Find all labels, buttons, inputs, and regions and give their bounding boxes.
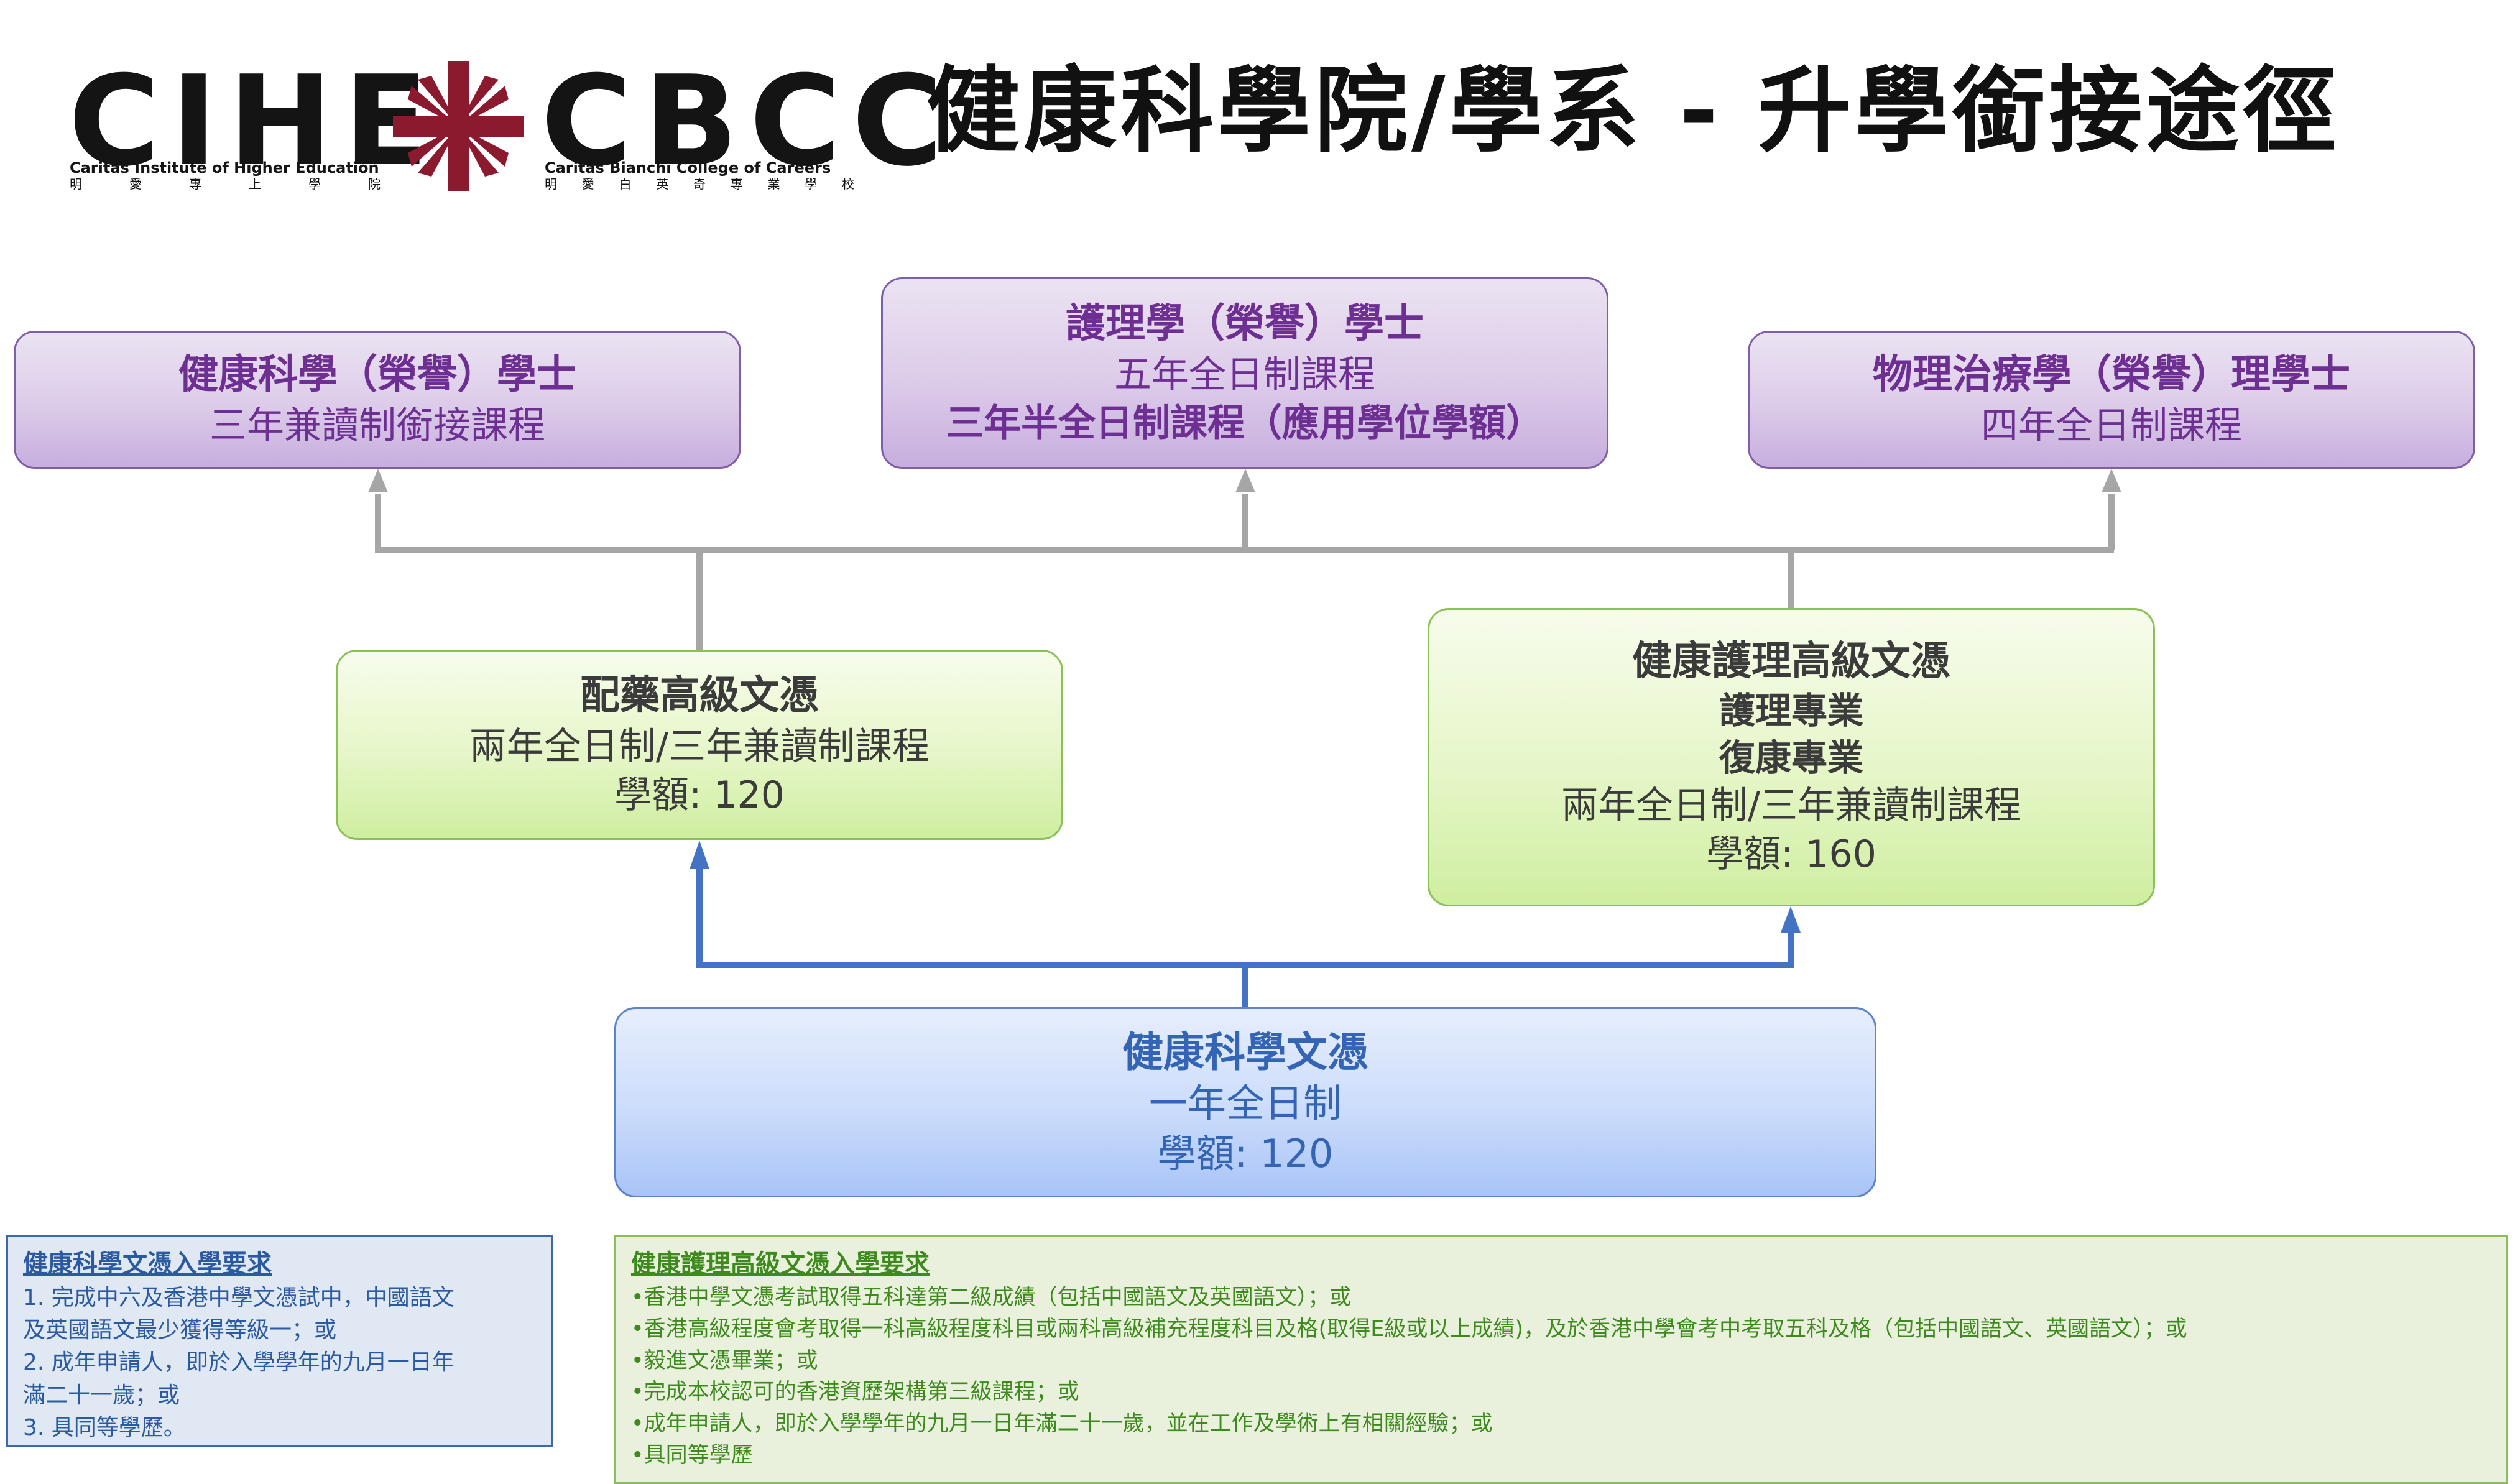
blue-arrows: [696, 867, 1794, 1007]
diploma-quota: 學額: 160: [1706, 832, 1876, 876]
degree-detail: 三年兼讀制銜接課程: [210, 403, 545, 448]
diploma-stream: 護理專業: [1719, 689, 1863, 732]
logo-cbcc-english-name: Caritas Bianchi College of Careers: [545, 159, 831, 177]
requirement-item: •成年申請人，即於入學學年的九月一日年滿二十一歲，並在工作及學術上有相關經驗；或: [631, 1411, 1493, 1436]
gray-arrowhead: [2102, 469, 2121, 492]
requirements-title: 健康護理高級文憑入學要求: [631, 1250, 930, 1278]
logo-char: 愛: [129, 177, 142, 191]
logo-cihe-english-name: Caritas Institute of Higher Education: [70, 159, 379, 177]
logo-char: 專: [189, 177, 201, 191]
logo-cihe-chinese-name: 明 愛 專 上 學 院: [70, 174, 381, 192]
degree-detail: 五年全日制課程: [1114, 353, 1375, 397]
diploma-box-dispensing: 配藥高級文憑 兩年全日制/三年兼讀制課程 學額: 120: [336, 650, 1063, 840]
blue-arrowhead: [1781, 906, 1801, 933]
requirement-item: •香港高級程度會考取得一科高級程度科目或兩科高級補充程度科目及格(取得E級或以上…: [631, 1316, 2187, 1342]
logo-char: 專: [730, 177, 743, 191]
requirement-item: •毅進文憑畢業；或: [631, 1348, 818, 1373]
gray-arrows: [375, 494, 2115, 650]
logo-char: 學: [805, 177, 818, 191]
logo-char: 學: [308, 177, 321, 191]
logo-char: 業: [767, 177, 780, 191]
diploma-detail: 兩年全日制/三年兼讀制課程: [469, 724, 930, 768]
requirements-panel-health-care-diploma: 健康護理高級文憑入學要求 •香港中學文憑考試取得五科達第二級成績（包括中國語文及…: [614, 1235, 2508, 1484]
logo-char: 上: [249, 177, 261, 191]
foundation-box-health-science-diploma: 健康科學文憑 一年全日制 學額: 120: [614, 1007, 1876, 1197]
degree-title: 護理學（榮譽）學士: [1066, 301, 1424, 348]
logo-char: 院: [368, 177, 381, 191]
degree-box-physiotherapy: 物理治療學（榮譽）理學士 四年全日制課程: [1748, 331, 2475, 469]
logo-char: 校: [842, 177, 854, 191]
requirement-item: •完成本校認可的香港資歷架構第三級課程；或: [631, 1380, 1079, 1405]
logo-char: 奇: [693, 177, 706, 191]
gray-arrowhead: [368, 469, 388, 492]
requirement-item: •具同等學歷: [631, 1442, 753, 1468]
diploma-title: 健康護理高級文憑: [1632, 638, 1950, 685]
requirements-panel-health-science-diploma: 健康科學文憑入學要求 1. 完成中六及香港中學文憑試中，中國語文 及英國語文最少…: [6, 1235, 553, 1447]
logo-char: 愛: [581, 177, 594, 191]
diploma-quota: 學額: 120: [614, 773, 785, 817]
degree-box-health-science: 健康科學（榮譽）學士 三年兼讀制銜接課程: [14, 331, 741, 469]
requirement-item: 3. 具同等學歷。: [23, 1414, 186, 1440]
gray-arrowhead: [1235, 469, 1255, 492]
requirement-item: 滿二十一歲；或: [23, 1382, 180, 1408]
logo-char: 英: [656, 177, 669, 191]
logo-char: 明: [70, 177, 82, 191]
logo-char: 明: [545, 177, 557, 191]
diploma-stream: 復康專業: [1719, 736, 1863, 779]
blue-arrowhead: [690, 841, 709, 869]
diploma-box-health-care: 健康護理高級文憑 護理專業 復康專業 兩年全日制/三年兼讀制課程 學額: 160: [1428, 608, 2155, 906]
page-title: 健康科學院/學系 - 升學銜接途徑: [926, 57, 2340, 165]
requirements-title: 健康科學文憑入學要求: [23, 1250, 272, 1278]
caritas-cross-icon: [393, 61, 524, 191]
logo-cbcc: CBCC: [541, 49, 954, 194]
requirement-item: 及英國語文最少獲得等級一；或: [23, 1317, 337, 1343]
requirement-item: •香港中學文憑考試取得五科達第二級成績（包括中國語文及英國語文）；或: [631, 1285, 1352, 1310]
degree-title: 健康科學（榮譽）學士: [178, 352, 576, 399]
foundation-quota: 學額: 120: [1157, 1130, 1334, 1176]
degree-detail: 四年全日制課程: [1981, 403, 2242, 448]
logo-cbcc-chinese-name: 明 愛 白 英 奇 專 業 學 校: [545, 174, 854, 192]
diploma-detail: 兩年全日制/三年兼讀制課程: [1561, 783, 2022, 827]
degree-title: 物理治療學（榮譽）理學士: [1873, 352, 2350, 399]
logo-char: 白: [619, 177, 632, 191]
degree-detail-bold: 三年半全日制課程（應用學位學額）: [946, 401, 1543, 445]
degree-box-nursing: 護理學（榮譽）學士 五年全日制課程 三年半全日制課程（應用學位學額）: [881, 277, 1608, 469]
diploma-title: 配藥高級文憑: [580, 673, 819, 719]
requirement-item: 2. 成年申請人，即於入學學年的九月一日年: [23, 1350, 455, 1376]
foundation-title: 健康科學文憑: [1122, 1028, 1368, 1076]
requirement-item: 1. 完成中六及香港中學文憑試中，中國語文: [23, 1285, 455, 1311]
logo-cihe: CIHE: [68, 49, 440, 194]
foundation-detail: 一年全日制: [1148, 1081, 1342, 1127]
